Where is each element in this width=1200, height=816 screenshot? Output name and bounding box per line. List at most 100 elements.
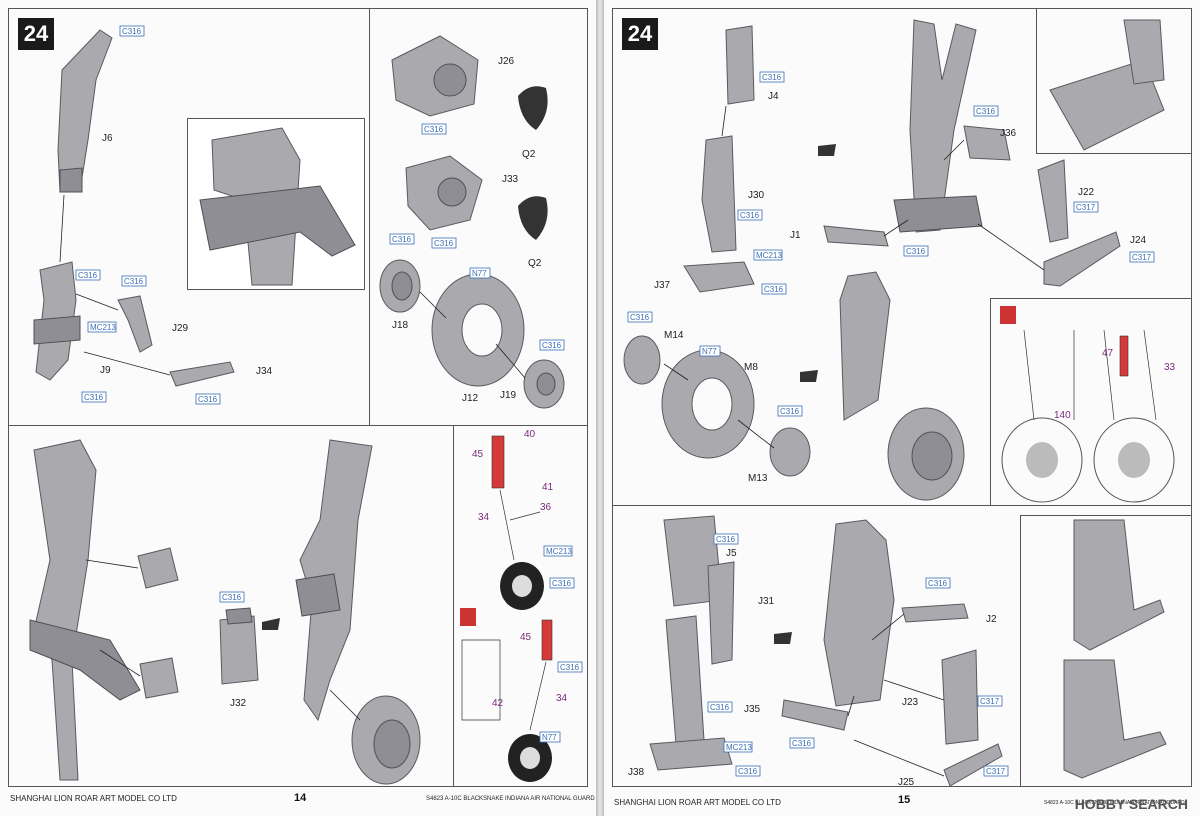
svg-text:C316: C316 xyxy=(560,663,580,672)
torque-link-j38 xyxy=(649,737,733,771)
svg-text:MC213: MC213 xyxy=(546,547,572,556)
svg-text:C316: C316 xyxy=(424,125,444,134)
publisher-footer: SHANGHAI LION ROAR ART MODEL CO LTD xyxy=(614,798,781,807)
page-14-drawing: J6 J29 J34 J9 J26 J33 Q2 Q2 J18 J12 J19 … xyxy=(29,25,583,785)
svg-text:C316: C316 xyxy=(780,407,800,416)
door-part-j23 xyxy=(941,649,979,745)
svg-text:C316: C316 xyxy=(716,535,736,544)
svg-text:42: 42 xyxy=(492,698,504,709)
svg-text:J1: J1 xyxy=(790,230,801,241)
svg-text:C317: C317 xyxy=(1076,203,1096,212)
svg-text:M13: M13 xyxy=(748,473,768,484)
door-part-j22 xyxy=(1037,159,1069,243)
arm-part-j29 xyxy=(117,295,153,353)
red-marking-strip-45b xyxy=(541,619,553,661)
svg-text:C316: C316 xyxy=(84,393,104,402)
wheel-hub-m14 xyxy=(623,335,661,385)
red-marking-strip-47 xyxy=(1119,335,1129,377)
kit-title-footer: S4823 A-10C BLACKSNAKE INDIANA AIR NATIO… xyxy=(426,796,595,802)
svg-text:C316: C316 xyxy=(928,579,948,588)
svg-text:J34: J34 xyxy=(256,366,273,377)
strut-part-j30 xyxy=(701,135,737,253)
red-marking-strip-45 xyxy=(491,435,505,489)
arm-part-j34 xyxy=(169,361,235,387)
svg-text:J22: J22 xyxy=(1078,187,1095,198)
svg-text:N77: N77 xyxy=(702,347,717,356)
svg-text:C317: C317 xyxy=(986,767,1006,776)
wheel-hub-m13 xyxy=(769,427,811,477)
gear-assembly-bottom xyxy=(823,519,895,707)
gear-assembly-mid xyxy=(839,271,891,421)
svg-text:J18: J18 xyxy=(392,320,409,331)
svg-text:40: 40 xyxy=(524,429,536,440)
assembly-arrow-icon-3 xyxy=(774,632,792,644)
gear-assembly-top xyxy=(909,19,977,233)
svg-text:J9: J9 xyxy=(100,365,111,376)
svg-text:J23: J23 xyxy=(902,697,919,708)
svg-text:33: 33 xyxy=(1164,362,1176,373)
svg-text:140: 140 xyxy=(1054,410,1071,421)
svg-text:36: 36 xyxy=(540,502,552,513)
svg-text:C316: C316 xyxy=(552,579,572,588)
bracket-left-b xyxy=(139,657,179,699)
svg-text:J6: J6 xyxy=(102,133,113,144)
bracket-left-a xyxy=(137,547,179,589)
door-part-j25 xyxy=(943,743,1003,787)
svg-text:34: 34 xyxy=(478,512,490,523)
svg-text:45: 45 xyxy=(520,632,532,643)
page-gutter xyxy=(596,0,604,816)
door-part-j24 xyxy=(1043,231,1121,287)
svg-text:C316: C316 xyxy=(198,395,218,404)
assembly-arrow-icon-2 xyxy=(800,370,818,382)
arm-part-j1 xyxy=(823,225,889,247)
svg-text:J36: J36 xyxy=(1000,128,1017,139)
page-number: 14 xyxy=(294,792,307,804)
detail-inset-bottom xyxy=(1020,515,1192,787)
paint-warning-icon xyxy=(1000,306,1016,324)
assembly-arrow-icon xyxy=(262,618,280,630)
kit-title-footer: S4823 A-10C BLACKSNAKE INDIANA AIR NATIO… xyxy=(1044,800,1185,806)
paint-warning-icon xyxy=(460,608,476,626)
watermark: HOBBY SEARCH xyxy=(1074,796,1188,812)
inset-bottom-detail-b xyxy=(1063,659,1167,779)
strut-assembly-right xyxy=(299,439,373,722)
svg-text:N77: N77 xyxy=(542,733,557,742)
inset-bottom-detail-a xyxy=(1073,519,1165,651)
svg-text:C316: C316 xyxy=(762,73,782,82)
svg-text:C316: C316 xyxy=(124,277,144,286)
strut-part-j4 xyxy=(725,25,755,105)
detail-inset-top xyxy=(1036,8,1192,154)
clear-part-q2-a xyxy=(518,86,548,130)
svg-text:MC213: MC213 xyxy=(726,743,752,752)
svg-text:MC213: MC213 xyxy=(756,251,782,260)
step-number: 24 xyxy=(18,18,54,50)
svg-text:C317: C317 xyxy=(980,697,1000,706)
painting-guide-panel xyxy=(453,425,588,787)
svg-text:J32: J32 xyxy=(230,698,247,709)
svg-text:J12: J12 xyxy=(462,393,479,404)
svg-text:C316: C316 xyxy=(222,593,242,602)
svg-text:M14: M14 xyxy=(664,330,684,341)
painting-guide-panel xyxy=(990,298,1192,506)
svg-text:J25: J25 xyxy=(898,777,915,788)
svg-text:J26: J26 xyxy=(498,56,515,67)
svg-text:C316: C316 xyxy=(738,767,758,776)
svg-text:C316: C316 xyxy=(976,107,996,116)
svg-text:M8: M8 xyxy=(744,362,758,373)
cylinder-part-j32 xyxy=(219,615,259,685)
svg-text:Q2: Q2 xyxy=(522,149,536,160)
svg-text:J29: J29 xyxy=(172,323,189,334)
strut-part-j6 xyxy=(57,29,113,193)
strut-assembly-left xyxy=(33,439,97,781)
svg-text:C316: C316 xyxy=(740,211,760,220)
svg-text:MC213: MC213 xyxy=(90,323,116,332)
svg-text:J2: J2 xyxy=(986,614,997,625)
svg-text:C317: C317 xyxy=(1132,253,1152,262)
svg-text:C316: C316 xyxy=(906,247,926,256)
svg-text:N77: N77 xyxy=(472,269,487,278)
svg-text:C316: C316 xyxy=(434,239,454,248)
svg-text:J5: J5 xyxy=(726,548,737,559)
page-number: 15 xyxy=(898,794,911,806)
svg-text:J24: J24 xyxy=(1130,235,1147,246)
